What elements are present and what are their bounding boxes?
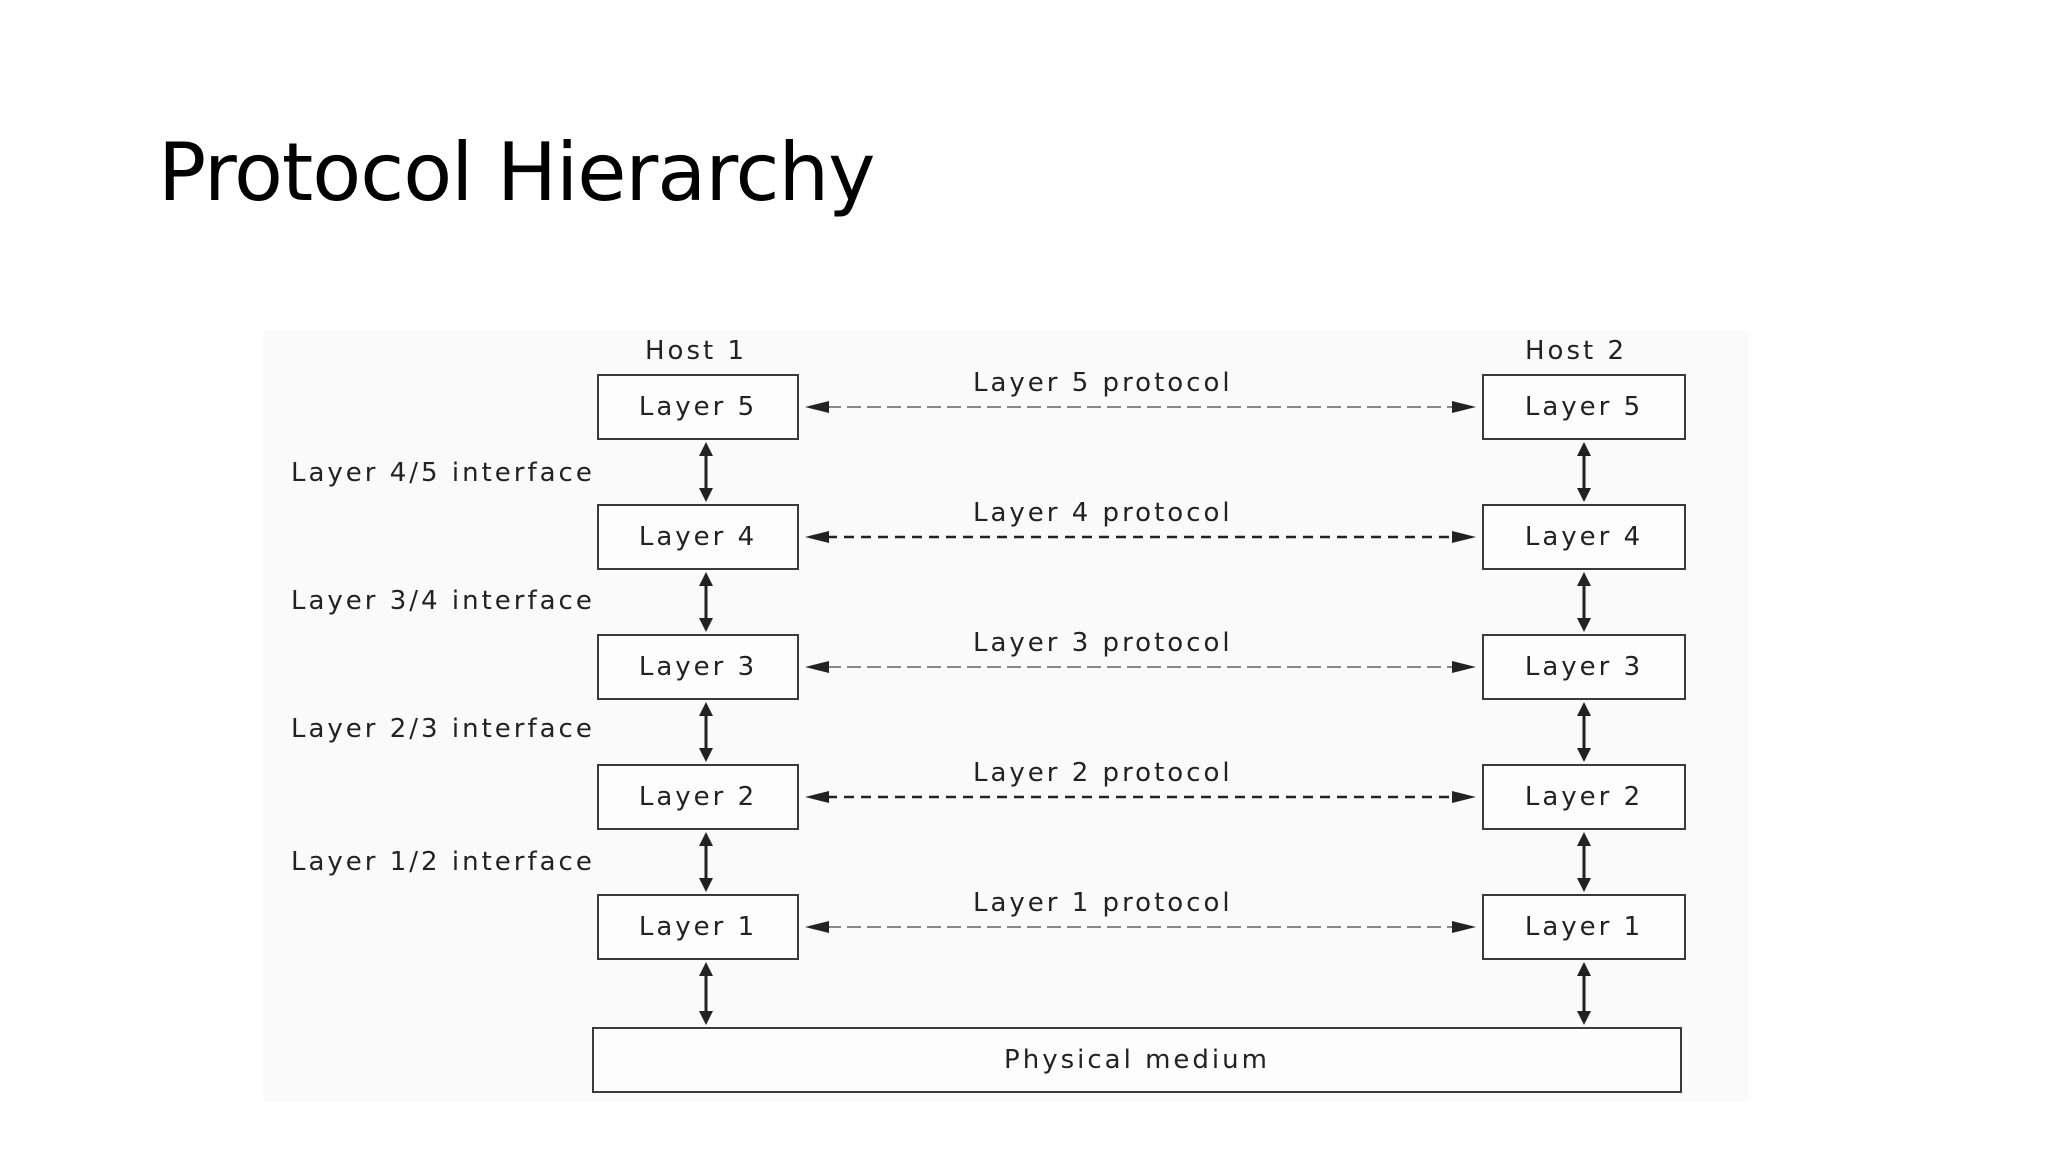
host-1-layer-5-box: Layer 5	[597, 374, 799, 440]
host-2-interface-arrow-3-arrowhead-down	[1577, 878, 1591, 892]
host-2-interface-arrow-0-arrowhead-up	[1577, 442, 1591, 456]
host-2-medium-arrow-arrowhead-down	[1577, 1011, 1591, 1025]
host-1-layer-2-box: Layer 2	[597, 764, 799, 830]
interface-3-4-label: Layer 3/4 interface	[291, 586, 595, 616]
layer-3-protocol-arrowhead-right	[1452, 661, 1476, 673]
layer-4-protocol-arrowhead-right	[1452, 531, 1476, 543]
host-2-interface-arrow-1-arrowhead-down	[1577, 618, 1591, 632]
host-1-interface-arrow-1-arrowhead-up	[699, 572, 713, 586]
physical-medium-box: Physical medium	[592, 1027, 1682, 1093]
layer-1-protocol-arrowhead-left	[805, 921, 829, 933]
host-1-interface-arrow-0-arrowhead-up	[699, 442, 713, 456]
host-2-interface-arrow-2-arrowhead-down	[1577, 748, 1591, 762]
layer-1-protocol-label: Layer 1 protocol	[973, 888, 1233, 918]
host-2-layer-4-box: Layer 4	[1482, 504, 1686, 570]
host-2-layer-5-box: Layer 5	[1482, 374, 1686, 440]
layer-5-protocol-arrowhead-right	[1452, 401, 1476, 413]
host-1-layer-3-box: Layer 3	[597, 634, 799, 700]
diagram-connectors	[699, 401, 1591, 1025]
protocol-hierarchy-diagram: Host 1 Host 2 Layer 5 Layer 4 Layer 3 La…	[263, 330, 1748, 1102]
layer-5-protocol-arrowhead-left	[805, 401, 829, 413]
layer-2-protocol-arrowhead-left	[805, 791, 829, 803]
host-2-medium-arrow-arrowhead-up	[1577, 962, 1591, 976]
host-1-layer-4-box: Layer 4	[597, 504, 799, 570]
host-1-medium-arrow-arrowhead-down	[699, 1011, 713, 1025]
host-1-interface-arrow-2-arrowhead-down	[699, 748, 713, 762]
host-2-layer-1-box: Layer 1	[1482, 894, 1686, 960]
host-2-interface-arrow-0-arrowhead-down	[1577, 488, 1591, 502]
host-1-interface-arrow-3-arrowhead-up	[699, 832, 713, 846]
host-1-interface-arrow-2-arrowhead-up	[699, 702, 713, 716]
host-2-layer-3-box: Layer 3	[1482, 634, 1686, 700]
host-1-label: Host 1	[645, 336, 748, 366]
interface-2-3-label: Layer 2/3 interface	[291, 714, 595, 744]
slide-title: Protocol Hierarchy	[158, 126, 875, 219]
layer-2-protocol-label: Layer 2 protocol	[973, 758, 1233, 788]
host-2-interface-arrow-3-arrowhead-up	[1577, 832, 1591, 846]
host-1-layer-1-box: Layer 1	[597, 894, 799, 960]
host-1-medium-arrow-arrowhead-up	[699, 962, 713, 976]
interface-1-2-label: Layer 1/2 interface	[291, 847, 595, 877]
host-2-interface-arrow-1-arrowhead-up	[1577, 572, 1591, 586]
host-1-interface-arrow-3-arrowhead-down	[699, 878, 713, 892]
host-2-layer-2-box: Layer 2	[1482, 764, 1686, 830]
host-1-interface-arrow-1-arrowhead-down	[699, 618, 713, 632]
host-1-interface-arrow-0-arrowhead-down	[699, 488, 713, 502]
layer-5-protocol-label: Layer 5 protocol	[973, 368, 1233, 398]
layer-3-protocol-arrowhead-left	[805, 661, 829, 673]
layer-1-protocol-arrowhead-right	[1452, 921, 1476, 933]
layer-3-protocol-label: Layer 3 protocol	[973, 628, 1233, 658]
layer-4-protocol-label: Layer 4 protocol	[973, 498, 1233, 528]
layer-4-protocol-arrowhead-left	[805, 531, 829, 543]
layer-2-protocol-arrowhead-right	[1452, 791, 1476, 803]
host-2-label: Host 2	[1525, 336, 1628, 366]
interface-4-5-label: Layer 4/5 interface	[291, 458, 595, 488]
host-2-interface-arrow-2-arrowhead-up	[1577, 702, 1591, 716]
